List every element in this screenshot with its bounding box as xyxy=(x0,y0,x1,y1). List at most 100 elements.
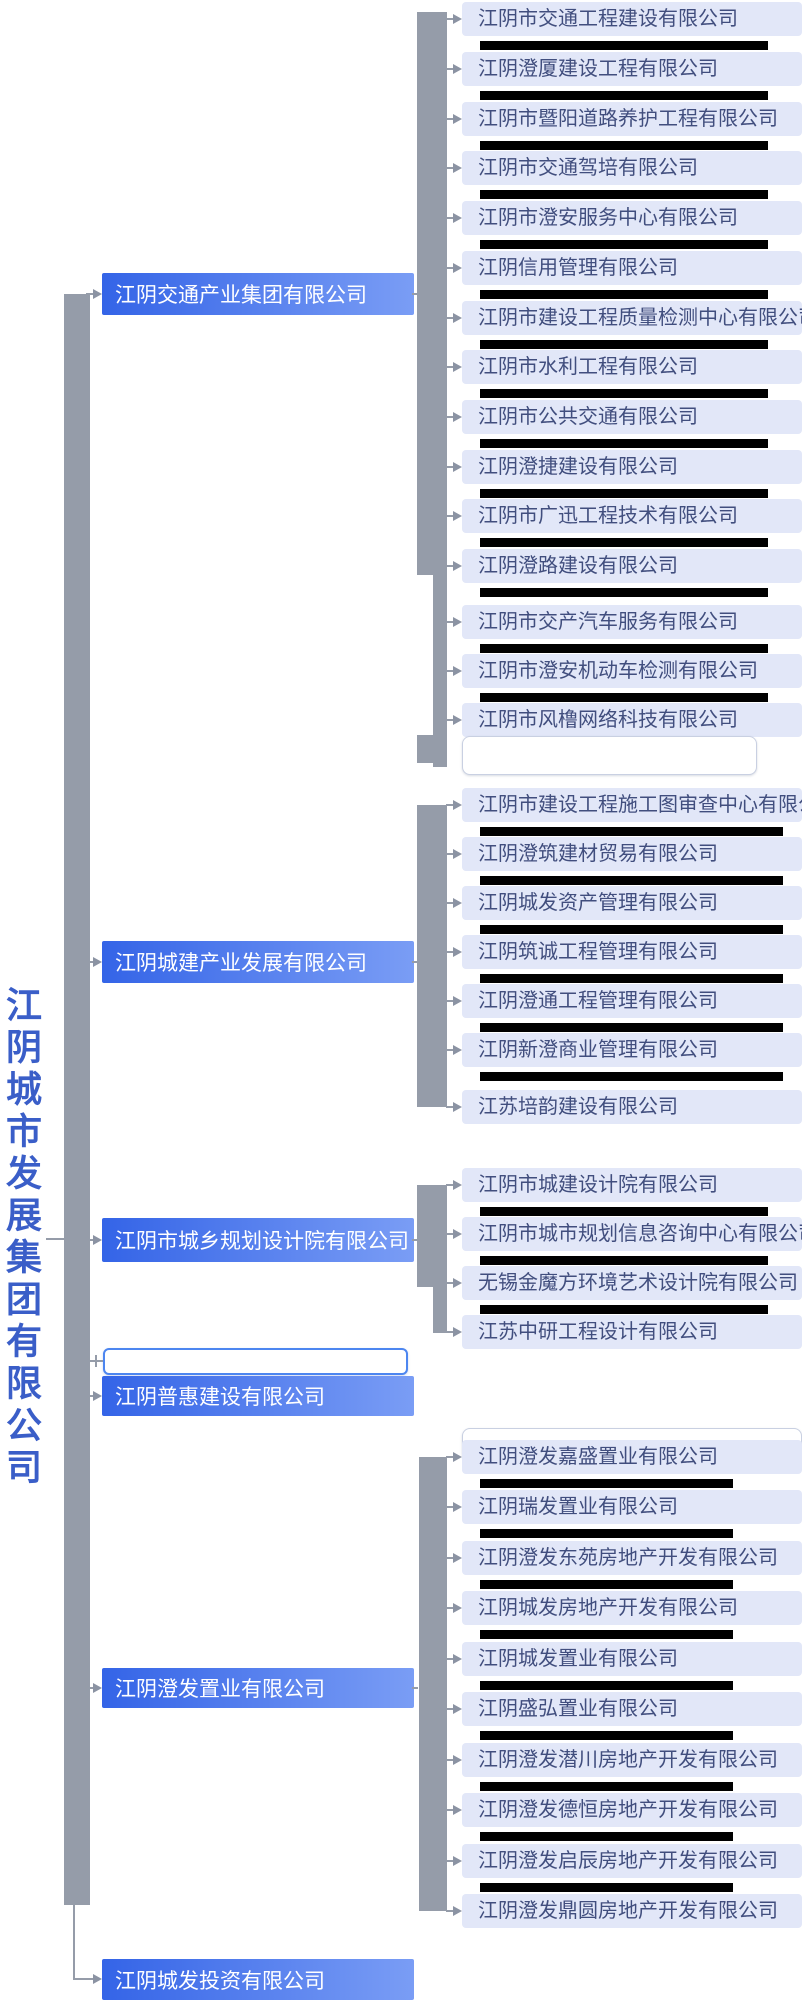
redacted-info-bar xyxy=(480,240,768,249)
subsidiary-node[interactable]: 江阴市风橹网络科技有限公司 xyxy=(462,703,802,737)
subsidiary-node[interactable]: 江阴市交通驾培有限公司 xyxy=(462,151,802,185)
leaf-arrow-icon-line xyxy=(446,1759,456,1761)
leaf-arrow-icon-line xyxy=(446,719,456,721)
leaf-arrow-icon xyxy=(453,263,462,273)
leaf-arrow-icon-line xyxy=(446,902,456,904)
parent-arrow-icon xyxy=(93,1683,102,1693)
subsidiary-node[interactable]: 江阴瑞发置业有限公司 xyxy=(462,1490,802,1524)
leaf-arrow-icon xyxy=(453,412,462,422)
subsidiary-node[interactable]: 江阴澄发启辰房地产开发有限公司 xyxy=(462,1844,802,1878)
leaf-arrow-icon xyxy=(453,462,462,472)
leaf-arrow-icon xyxy=(453,1856,462,1866)
redacted-info-bar xyxy=(480,290,768,299)
subsidiary-node[interactable]: 江阴城发资产管理有限公司 xyxy=(462,886,802,920)
subsidiary-node[interactable]: 江苏中研工程设计有限公司 xyxy=(462,1315,802,1349)
parent-arrow-icon-line xyxy=(86,1978,96,1980)
leaf-arrow-icon-line xyxy=(446,1708,456,1710)
leaf-arrow-icon xyxy=(453,1906,462,1916)
subsidiary-node[interactable]: 江阴市建设工程质量检测中心有限公司 xyxy=(462,301,802,335)
parent-arrow-icon-line xyxy=(86,293,96,295)
leaf-arrow-icon-line xyxy=(446,1000,456,1002)
subsidiary-node[interactable]: 江阴澄发鼎圆房地产开发有限公司 xyxy=(462,1894,802,1928)
leaf-arrow-icon-line xyxy=(446,1860,456,1862)
subsidiary-node[interactable]: 江阴市建设工程施工图审查中心有限公司 xyxy=(462,788,802,822)
subsidiary-node[interactable]: 江阴澄发潜川房地产开发有限公司 xyxy=(462,1743,802,1777)
group-company-node[interactable]: 江阴澄发置业有限公司 xyxy=(102,1668,414,1708)
subsidiary-node[interactable]: 江阴澄筑建材贸易有限公司 xyxy=(462,837,802,871)
subsidiary-node[interactable]: 江阴市公共交通有限公司 xyxy=(462,400,802,434)
subsidiary-node[interactable]: 江阴新澄商业管理有限公司 xyxy=(462,1033,802,1067)
section-3-trunk-line-2 xyxy=(433,1287,447,1333)
leaf-arrow-icon-line xyxy=(446,1557,456,1559)
leaf-arrow-icon xyxy=(453,1755,462,1765)
root-elbow-line-h xyxy=(73,1978,95,1980)
redacted-info-bar xyxy=(480,1305,768,1314)
leaf-arrow-icon xyxy=(453,511,462,521)
leaf-arrow-icon-line xyxy=(446,1607,456,1609)
subsidiary-node[interactable]: 江阴市交通工程建设有限公司 xyxy=(462,2,802,36)
leaf-arrow-icon xyxy=(453,64,462,74)
parent-trunk-stub-line xyxy=(412,961,418,963)
subsidiary-node[interactable]: 江阴澄厦建设工程有限公司 xyxy=(462,52,802,86)
redacted-info-bar xyxy=(480,827,783,836)
group-company-node[interactable]: 江阴市城乡规划设计院有限公司 xyxy=(102,1218,414,1262)
subsidiary-node[interactable]: 江阴城发房地产开发有限公司 xyxy=(462,1591,802,1625)
subsidiary-node[interactable]: 江阴市澄安机动车检测有限公司 xyxy=(462,654,802,688)
leaf-arrow-icon-line xyxy=(446,1506,456,1508)
redacted-info-bar xyxy=(480,91,768,100)
leaf-arrow-icon-line xyxy=(446,416,456,418)
redacted-info-bar xyxy=(480,538,768,547)
group-company-node[interactable]: 江阴普惠建设有限公司 xyxy=(102,1376,414,1416)
subsidiary-node[interactable]: 无锡金魔方环境艺术设计院有限公司 xyxy=(462,1266,802,1300)
subsidiary-node[interactable]: 江阴盛弘置业有限公司 xyxy=(462,1692,802,1726)
redacted-info-bar xyxy=(480,693,768,702)
leaf-arrow-icon-line xyxy=(446,1910,456,1912)
subsidiary-node[interactable]: 江阴信用管理有限公司 xyxy=(462,251,802,285)
subsidiary-node[interactable]: 江阴城发置业有限公司 xyxy=(462,1642,802,1676)
root-title-connector-line xyxy=(46,1238,66,1240)
leaf-arrow-icon xyxy=(453,666,462,676)
subsidiary-node[interactable]: 江阴市城市规划信息咨询中心有限公司 xyxy=(462,1217,802,1251)
subsidiary-node[interactable]: 江阴市水利工程有限公司 xyxy=(462,350,802,384)
subsidiary-node[interactable]: 江阴澄路建设有限公司 xyxy=(462,549,802,583)
leaf-arrow-icon xyxy=(453,213,462,223)
redacted-info-bar xyxy=(480,1731,733,1740)
subsidiary-node[interactable]: 江阴市交产汽车服务有限公司 xyxy=(462,605,802,639)
parent-arrow-icon-line xyxy=(86,1395,96,1397)
subsidiary-node[interactable]: 江阴澄发东苑房地产开发有限公司 xyxy=(462,1541,802,1575)
subsidiary-node[interactable]: 江阴澄发德恒房地产开发有限公司 xyxy=(462,1793,802,1827)
subsidiary-node[interactable]: 江阴澄通工程管理有限公司 xyxy=(462,984,802,1018)
leaf-arrow-icon xyxy=(453,1603,462,1613)
leaf-arrow-icon xyxy=(453,1452,462,1462)
subsidiary-node[interactable]: 江阴澄捷建设有限公司 xyxy=(462,450,802,484)
subsidiary-node[interactable]: 江阴筑诚工程管理有限公司 xyxy=(462,935,802,969)
leaf-arrow-icon-line xyxy=(446,951,456,953)
group-company-node[interactable]: 江阴交通产业集团有限公司 xyxy=(102,273,414,315)
leaf-arrow-icon xyxy=(453,1654,462,1664)
leaf-arrow-icon xyxy=(453,561,462,571)
leaf-arrow-icon xyxy=(453,1180,462,1190)
leaf-arrow-icon xyxy=(453,898,462,908)
leaf-arrow-icon-line xyxy=(446,466,456,468)
parent-arrow-icon xyxy=(93,957,102,967)
redacted-info-bar xyxy=(480,1681,733,1690)
leaf-arrow-icon xyxy=(453,313,462,323)
empty-subsidiary-node[interactable] xyxy=(462,736,757,775)
section-1-trunk-line-1 xyxy=(417,12,447,575)
subsidiary-node[interactable]: 江苏培韵建设有限公司 xyxy=(462,1090,802,1124)
group-company-node[interactable]: 江阴城发投资有限公司 xyxy=(102,1959,414,2000)
redacted-info-bar xyxy=(480,644,768,653)
subsidiary-node[interactable]: 江阴市暨阳道路养护工程有限公司 xyxy=(462,102,802,136)
subsidiary-node[interactable]: 江阴市城建设计院有限公司 xyxy=(462,1168,802,1202)
leaf-arrow-icon xyxy=(453,114,462,124)
redacted-info-bar xyxy=(480,41,768,50)
subsidiary-node[interactable]: 江阴市澄安服务中心有限公司 xyxy=(462,201,802,235)
subsidiary-node[interactable]: 江阴澄发嘉盛置业有限公司 xyxy=(462,1440,802,1474)
empty-group-node[interactable] xyxy=(103,1348,408,1375)
leaf-arrow-icon-line xyxy=(446,1331,456,1333)
leaf-arrow-icon-line xyxy=(446,118,456,120)
group-company-node[interactable]: 江阴城建产业发展有限公司 xyxy=(102,941,414,983)
redacted-info-bar xyxy=(480,1207,768,1216)
subsidiary-node[interactable]: 江阴市广迅工程技术有限公司 xyxy=(462,499,802,533)
